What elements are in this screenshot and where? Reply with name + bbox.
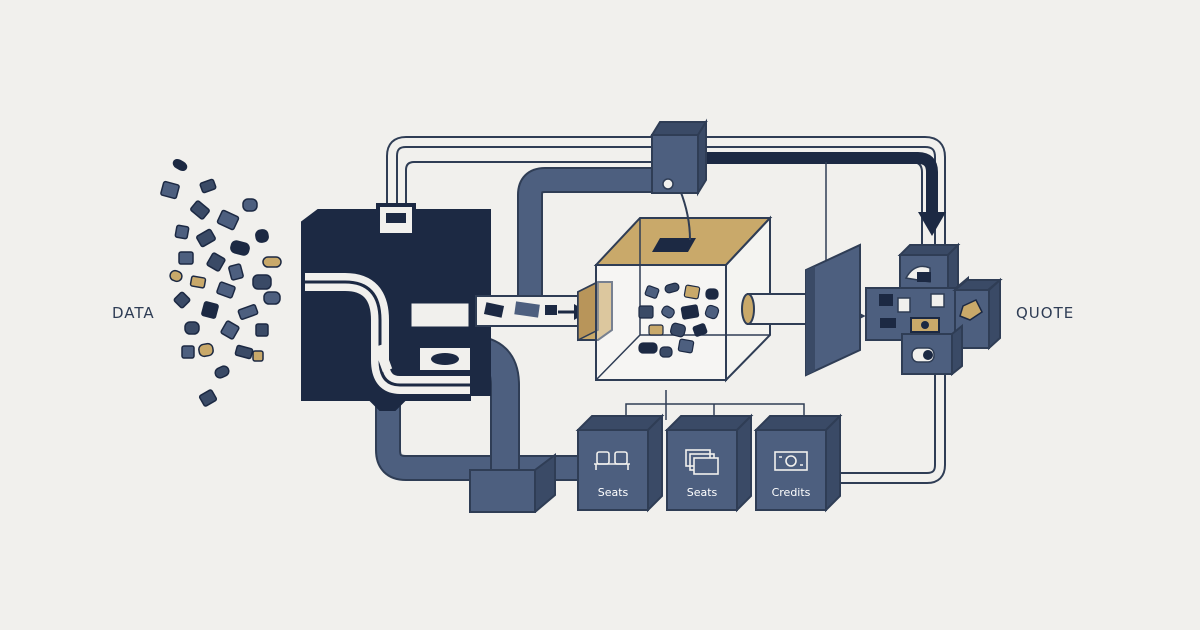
data-fragment bbox=[160, 180, 180, 200]
input-label: DATA bbox=[112, 304, 155, 322]
top-valve bbox=[650, 118, 708, 241]
quote-assembly bbox=[865, 242, 1003, 377]
data-fragment bbox=[262, 256, 282, 268]
data-fragment bbox=[172, 158, 188, 172]
cube-fragment bbox=[677, 338, 695, 354]
data-fragment bbox=[199, 178, 217, 194]
data-fragment bbox=[255, 323, 269, 337]
cube-fragment bbox=[664, 282, 680, 294]
data-fragment bbox=[237, 304, 259, 320]
mixing-cube bbox=[593, 215, 773, 383]
cube-fragment bbox=[659, 346, 673, 358]
data-fragment bbox=[173, 291, 191, 309]
module-label: Seats bbox=[598, 486, 629, 499]
conveyor bbox=[475, 280, 613, 342]
processing-machine bbox=[301, 203, 491, 411]
module-label: Credits bbox=[772, 486, 811, 499]
data-fragment bbox=[228, 263, 244, 281]
data-fragment bbox=[234, 344, 254, 360]
data-fragment bbox=[196, 228, 216, 248]
data-fragment bbox=[189, 275, 207, 289]
banknote-icon bbox=[774, 451, 808, 471]
cube-fragment bbox=[644, 285, 660, 299]
cube-contents bbox=[638, 282, 720, 358]
module-box: Seats bbox=[575, 413, 665, 513]
data-fragment bbox=[220, 320, 240, 340]
collector-block bbox=[469, 453, 556, 513]
filter-panel bbox=[805, 243, 861, 377]
cube-fragment bbox=[669, 322, 687, 338]
data-fragment bbox=[190, 200, 210, 220]
data-fragment bbox=[178, 251, 194, 265]
data-fragment bbox=[252, 350, 264, 362]
assembly-block-bottom bbox=[901, 323, 963, 377]
data-fragment bbox=[184, 321, 200, 335]
cube-fragment bbox=[692, 323, 708, 337]
output-label: QUOTE bbox=[1016, 304, 1074, 322]
data-fragment bbox=[174, 224, 190, 240]
data-fragment bbox=[216, 209, 240, 231]
cube-fragment bbox=[705, 288, 719, 300]
module-box: Credits bbox=[753, 413, 843, 513]
data-fragment bbox=[216, 281, 236, 299]
data-fragment bbox=[181, 345, 195, 359]
module-label: Seats bbox=[687, 486, 718, 499]
data-fragment bbox=[263, 291, 281, 305]
seat-icon bbox=[594, 451, 630, 470]
module-row: Seats Seats Credits bbox=[575, 413, 843, 513]
cube-fragment bbox=[648, 324, 664, 336]
data-fragment bbox=[255, 229, 269, 243]
cube-fragment bbox=[683, 284, 701, 300]
data-fragment bbox=[214, 365, 230, 379]
data-fragment bbox=[242, 198, 258, 212]
cube-outlet bbox=[741, 293, 813, 325]
data-fragment bbox=[198, 389, 218, 407]
data-fragment bbox=[169, 269, 183, 283]
assembly-block-main bbox=[865, 275, 969, 343]
data-fragment bbox=[201, 301, 219, 319]
cube-fragment bbox=[704, 304, 720, 320]
cube-fragment bbox=[661, 305, 675, 319]
window-stack-icon bbox=[685, 449, 719, 475]
data-fragments bbox=[160, 158, 282, 407]
data-fragment bbox=[230, 240, 250, 256]
cube-fragment bbox=[638, 305, 654, 319]
cube-fragment bbox=[638, 342, 658, 354]
data-fragment bbox=[206, 252, 226, 272]
cube-fragment bbox=[680, 304, 700, 320]
data-fragment bbox=[252, 274, 272, 290]
feed-arrow bbox=[700, 152, 946, 236]
module-box: Seats bbox=[664, 413, 754, 513]
data-fragment bbox=[198, 342, 214, 358]
